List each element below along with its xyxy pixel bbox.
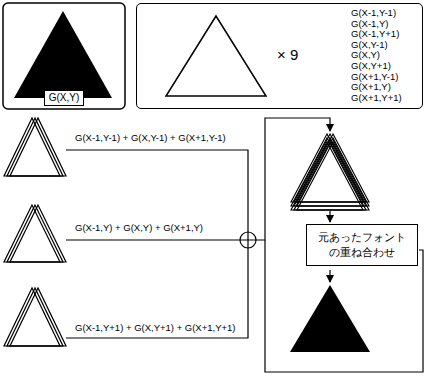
flow-arrow [329, 270, 330, 282]
adder-symbol [240, 232, 256, 248]
sum-expression: G(X-1,Y) + G(X,Y) + G(X+1,Y) [74, 222, 204, 234]
offset-term: G(X+1,Y+1) [351, 93, 402, 104]
offset-term: G(X+1,Y-1) [351, 72, 398, 83]
panel: × 9G(X-1,Y-1)G(X-1,Y)G(X-1,Y+1)G(X,Y-1)G… [136, 3, 423, 109]
filled-triangle [290, 285, 370, 352]
sum-expression: G(X-1,Y-1) + G(X,Y-1) + G(X+1,Y-1) [74, 132, 227, 144]
offset-term: G(X,Y-1) [351, 40, 388, 51]
filled-triangle [14, 11, 112, 98]
label-box: G(X,Y) [44, 90, 85, 106]
process-text: 元あったフォント の重ね合わせ [313, 230, 411, 260]
offset-term: G(X,Y) [351, 50, 380, 61]
sum-expression: G(X-1,Y+1) + G(X,Y+1) + G(X+1,Y+1) [74, 322, 237, 334]
multiplier: × 9 [277, 46, 298, 64]
process-box: 元あったフォント の重ね合わせ [306, 224, 418, 266]
shifted-triangles [4, 118, 66, 346]
outline-triangle [166, 16, 266, 96]
offset-term: G(X-1,Y-1) [351, 8, 396, 19]
overlaid-triangles [291, 134, 369, 210]
panel [3, 3, 125, 109]
offset-term: G(X-1,Y+1) [351, 29, 399, 40]
adder-symbol [240, 232, 256, 248]
offset-term: G(X-1,Y) [351, 19, 388, 30]
offset-term: G(X,Y+1) [351, 61, 391, 72]
flow-arrow [329, 211, 330, 222]
sum-wires [66, 150, 248, 338]
offset-term: G(X+1,Y) [351, 82, 391, 93]
flow-arrow [256, 118, 330, 240]
symbol-label: G(X,Y) [49, 92, 80, 104]
